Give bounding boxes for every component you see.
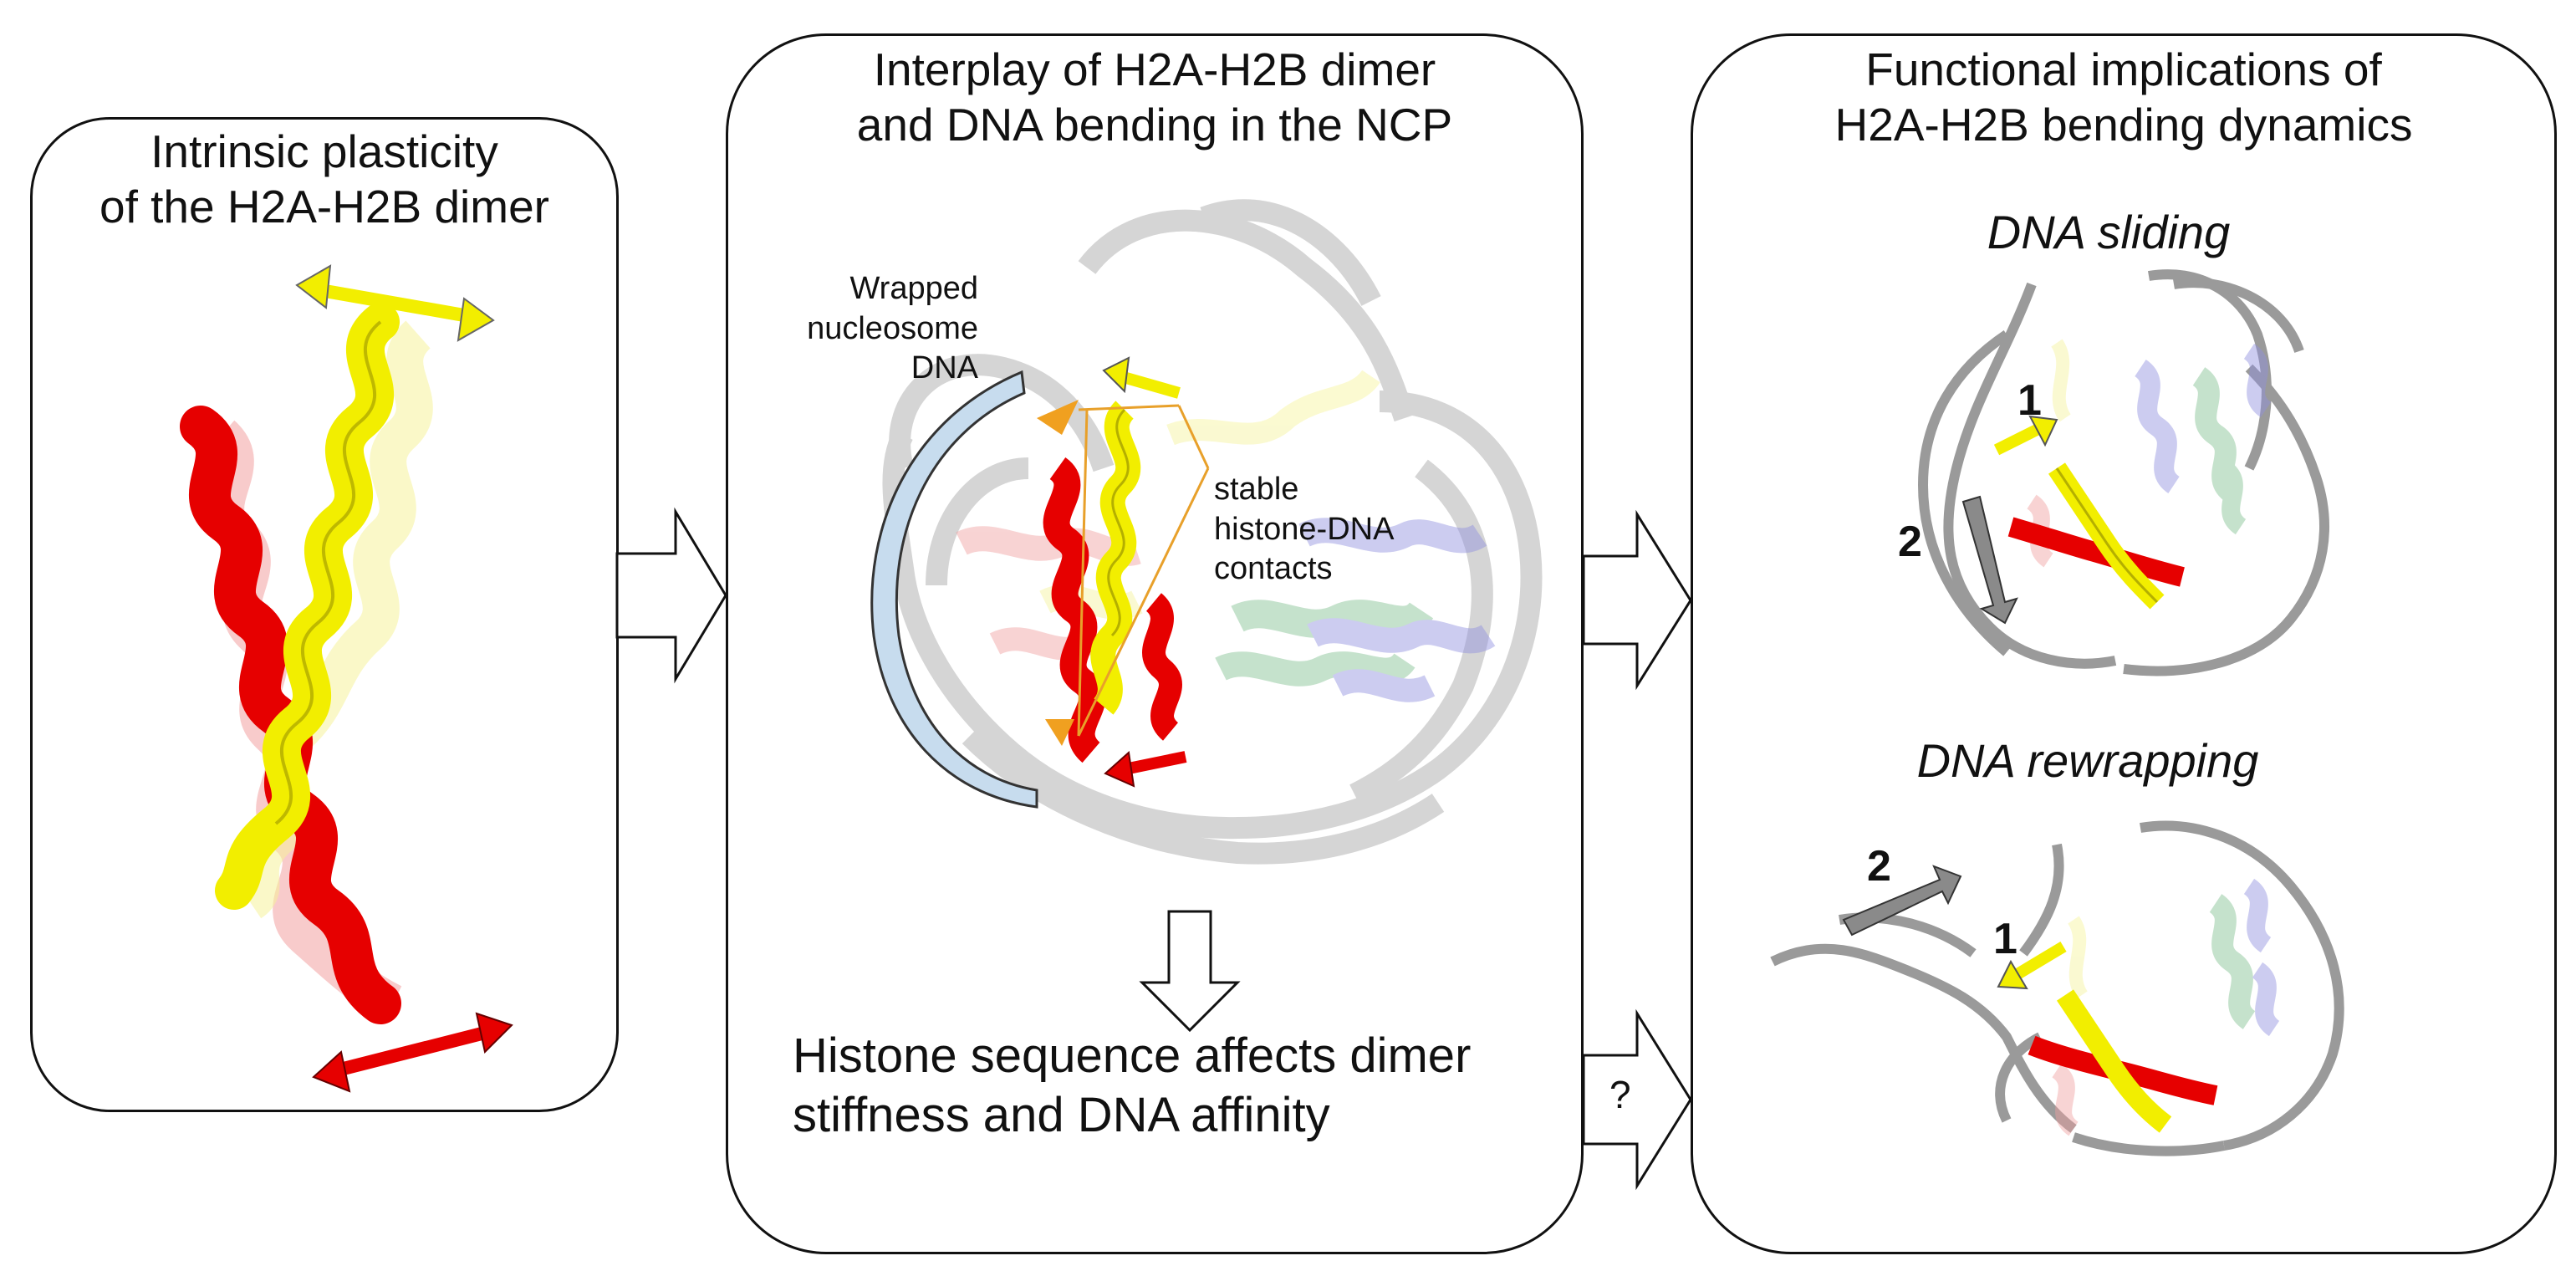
nucleosome-rewrapping — [1770, 820, 2344, 1156]
rewrapping-step-2-label: 2 — [1867, 842, 1891, 891]
conclusion-line2: stiffness and DNA affinity — [793, 1087, 1330, 1142]
label-wrapped-line2: nucleosome — [807, 310, 978, 346]
label-stable-contacts: stable histone-DNA contacts — [1214, 470, 1394, 590]
question-mark-label: ? — [1609, 1073, 1631, 1116]
connector-arrow-down — [1139, 910, 1241, 1033]
label-wrapped-line3: DNA — [911, 350, 978, 385]
red-arrow-middle — [1104, 751, 1187, 788]
conclusion-line1: Histone sequence affects dimer — [793, 1029, 1472, 1083]
orange-contact-lines — [1037, 400, 1210, 746]
yellow-double-arrow-top — [295, 264, 495, 342]
subtitle-dna-rewrapping: DNA rewrapping — [1916, 734, 2259, 787]
connector-arrow-left-to-middle — [615, 507, 727, 684]
left-title-line2: of the H2A-H2B dimer — [99, 181, 549, 232]
middle-title-line1: Interplay of H2A-H2B dimer — [873, 43, 1436, 95]
connector-arrow-middle-to-right — [1582, 509, 1692, 691]
sliding-arrow-1 — [1993, 415, 2058, 456]
left-panel-title: Intrinsic plasticity of the H2A-H2B dime… — [30, 124, 619, 234]
conclusion-text: Histone sequence affects dimer stiffness… — [793, 1027, 1471, 1146]
middle-panel-title: Interplay of H2A-H2B dimer and DNA bendi… — [726, 42, 1584, 152]
red-double-arrow-bottom — [312, 1012, 513, 1093]
label-wrapped-line1: Wrapped — [849, 271, 978, 306]
yellow-arrow-middle — [1102, 356, 1181, 399]
label-contacts-line1: stable — [1214, 472, 1299, 507]
right-title-line1: Functional implications of — [1865, 43, 2382, 95]
connector-arrow-question — [1582, 1008, 1692, 1191]
nucleosome-middle — [882, 199, 1543, 865]
label-contacts-line3: contacts — [1214, 551, 1333, 586]
sliding-step-2-label: 2 — [1898, 518, 1922, 566]
dna-bend-arc — [870, 370, 1038, 809]
sliding-step-1-label: 1 — [2017, 376, 2042, 425]
panel-functional-implications — [1691, 33, 2557, 1254]
rewrapping-arrow-2 — [1842, 865, 1962, 937]
nucleosome-sliding — [1917, 269, 2329, 676]
dimer-helices-left — [180, 303, 433, 1024]
subtitle-dna-sliding: DNA sliding — [1987, 206, 2231, 258]
label-wrapped-dna: Wrapped nucleosome DNA — [798, 269, 978, 389]
right-panel-title: Functional implications of H2A-H2B bendi… — [1691, 42, 2557, 152]
sliding-arrow-2 — [1961, 495, 2018, 625]
left-title-line1: Intrinsic plasticity — [150, 125, 498, 177]
middle-title-line2: and DNA bending in the NCP — [856, 99, 1453, 151]
rewrapping-step-1-label: 1 — [1993, 915, 2017, 963]
label-contacts-line2: histone-DNA — [1214, 511, 1395, 547]
right-title-line2: H2A-H2B bending dynamics — [1834, 99, 2413, 151]
rewrapping-arrow-1 — [1997, 941, 2067, 990]
